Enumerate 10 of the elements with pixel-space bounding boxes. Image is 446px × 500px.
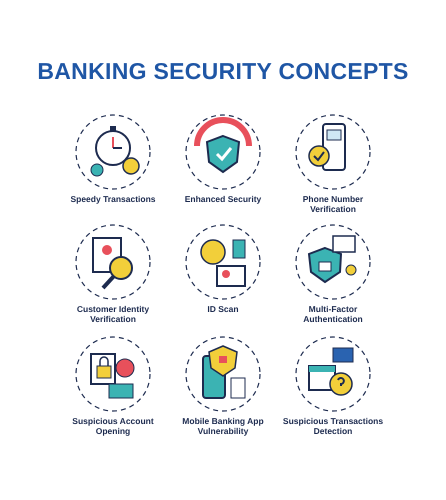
icon-caption: Speedy Transactions [69,194,157,204]
icon-caption: Phone Number Verification [302,194,364,214]
icon-caption: ID Scan [206,304,240,314]
icon-caption: Enhanced Security [184,194,262,204]
icon-caption: Suspicious Transactions Detection [282,416,384,436]
icon-caption: Customer Identity Verification [76,304,150,324]
icon-caption: Mobile Banking App Vulnerability [181,416,265,436]
icon-caption: Suspicious Account Opening [71,416,155,436]
icon-caption: Multi-Factor Authentication [302,304,364,324]
title: BANKING SECURITY CONCEPTS [36,58,410,85]
